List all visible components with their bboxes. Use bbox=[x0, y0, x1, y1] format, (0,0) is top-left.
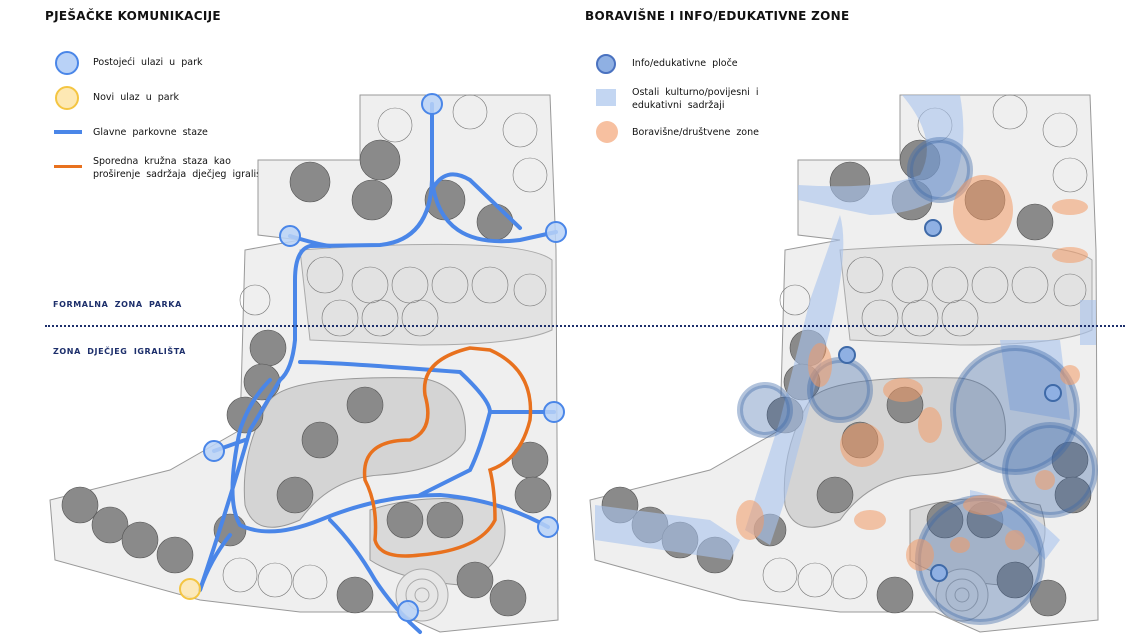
cultural-zone-icon bbox=[596, 89, 616, 106]
new-entrance bbox=[179, 578, 201, 600]
secondary-path-icon bbox=[54, 165, 82, 168]
info-boards bbox=[838, 219, 1062, 582]
zone-divider-line bbox=[45, 325, 1125, 327]
legend-social-zone: Boravišne/društvene zone bbox=[632, 127, 759, 138]
legend-new-entrance: Novi ulaz u park bbox=[93, 92, 179, 103]
right-map bbox=[589, 94, 1099, 633]
secondary-circular-path bbox=[362, 346, 533, 558]
formal-zone-label: FORMALNA ZONA PARKA bbox=[53, 300, 182, 309]
legend-existing-entrance: Postojeći ulazi u park bbox=[93, 57, 203, 68]
legend-info-board: Info/edukativne ploče bbox=[632, 58, 738, 69]
left-panel-title: PJEŠAČKE KOMUNIKACIJE bbox=[45, 9, 221, 23]
social-zones bbox=[736, 175, 1088, 571]
cultural-zones bbox=[595, 95, 1096, 560]
legend-secondary-path: Sporedna kružna staza kao proširenje sad… bbox=[93, 156, 271, 180]
existing-entrances bbox=[203, 93, 567, 622]
social-zone-icon bbox=[596, 121, 618, 143]
playground-zone-label: ZONA DJEČJEG IGRALIŠTA bbox=[53, 347, 186, 356]
large-info-zones bbox=[737, 137, 1098, 625]
legend-cultural-zone: Ostali kulturno/povijesni i edukativni s… bbox=[632, 87, 759, 111]
main-paths bbox=[198, 102, 558, 634]
right-panel-title: BORAVIŠNE I INFO/EDUKATIVNE ZONE bbox=[585, 9, 850, 23]
left-map bbox=[49, 93, 567, 634]
existing-entrance-icon bbox=[55, 51, 79, 75]
main-path-icon bbox=[54, 130, 82, 134]
legend-main-path: Glavne parkovne staze bbox=[93, 127, 208, 138]
new-entrance-icon bbox=[55, 86, 79, 110]
info-board-icon bbox=[596, 54, 616, 74]
